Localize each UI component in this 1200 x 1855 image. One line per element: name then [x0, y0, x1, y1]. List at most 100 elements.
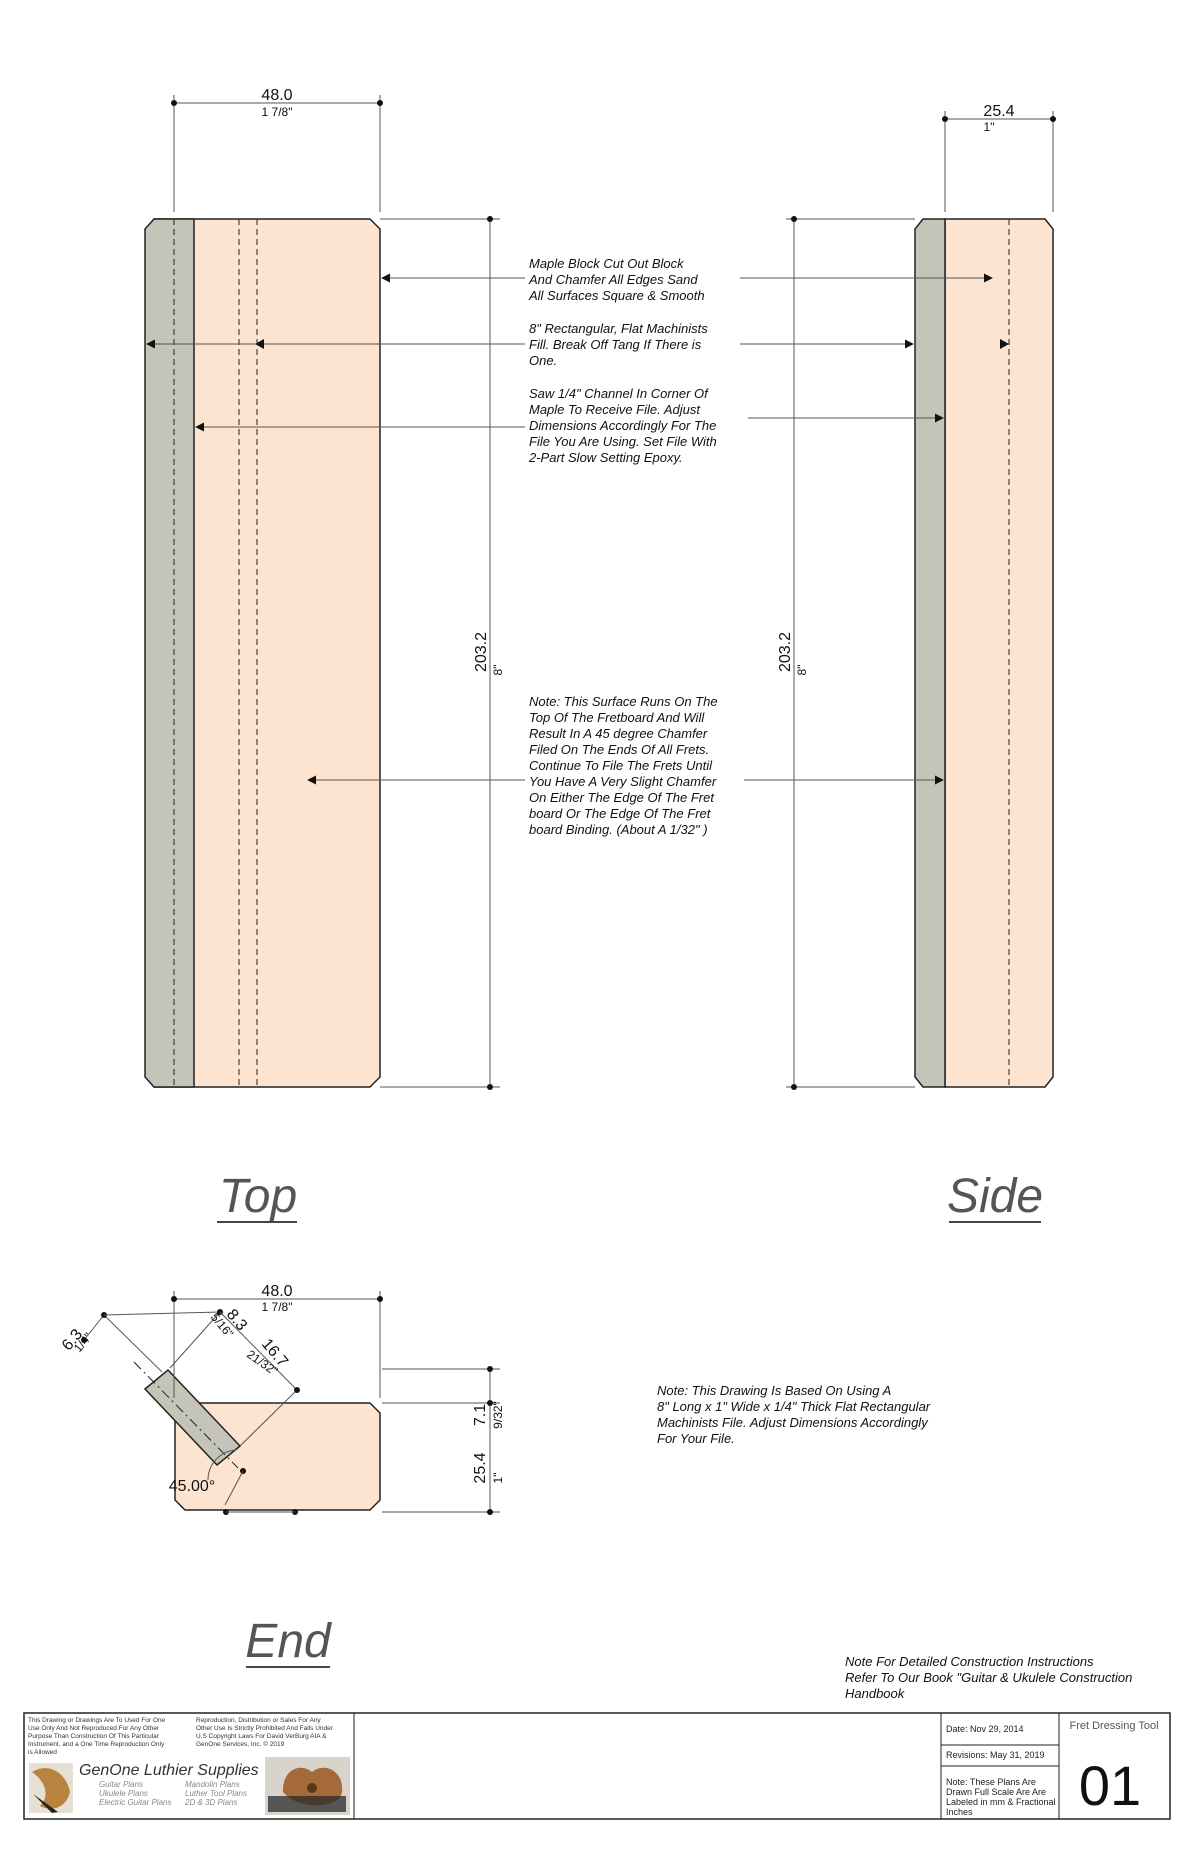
side-view-maple-block [944, 218, 1054, 1088]
copyright-line: Reproduction, Distribution or Sales For … [196, 1717, 321, 1724]
note-line: On Either The Edge Of The Fret [529, 790, 715, 805]
end-height-block-mm: 25.4 [472, 1452, 489, 1483]
brand-name: GenOne Luthier Supplies [79, 1762, 259, 1779]
top-length-in: 8" [491, 665, 505, 676]
usage-terms-line: This Drawing or Drawings Are To Used For… [28, 1717, 166, 1724]
category-item: 2D & 3D Plans [184, 1798, 237, 1807]
end-width-dimension: 48.0 1 7/8" [171, 1283, 383, 1398]
top-width-in: 1 7/8" [262, 105, 293, 119]
end-height-block-in: 1" [491, 1473, 505, 1484]
drawing-title: Fret Dressing Tool [1069, 1720, 1158, 1732]
note-line: Fill. Break Off Tang If There is [529, 337, 702, 352]
note-line: Maple Block Cut Out Block [529, 256, 685, 271]
note-line: 2-Part Slow Setting Epoxy. [528, 450, 683, 465]
usage-terms-line: is Allowed [28, 1749, 57, 1756]
end-width-in: 1 7/8" [262, 1300, 293, 1314]
drawing-revisions: Revisions: May 31, 2019 [946, 1750, 1045, 1760]
leader-arrow-head [255, 339, 264, 349]
end-height-dimension: 7.1 9/32" 25.4 1" [382, 1366, 505, 1515]
note-line: board Or The Edge Of The Fret [529, 806, 712, 821]
top-width-dimension: 48.0 1 7/8" [171, 87, 383, 212]
end-view-maple-block [174, 1402, 381, 1511]
svg-text:This Drawing or Drawings Are T: This Drawing or Drawings Are To Used For… [28, 1717, 166, 1756]
scale-note-line: Note: These Plans Are [946, 1777, 1036, 1787]
category-item: Luther Tool Plans [185, 1789, 247, 1798]
scale-note-line: Drawn Full Scale Are Are [946, 1787, 1046, 1797]
category-item: Mandolin Plans [185, 1780, 240, 1789]
note-line: Refer To Our Book "Guitar & Ukulele Cons… [845, 1670, 1132, 1685]
drawing-date: Date: Nov 29, 2014 [946, 1724, 1024, 1734]
note-line: And Chamfer All Edges Sand [528, 272, 698, 287]
scale-note-line: Inches [946, 1807, 973, 1817]
svg-text:Note: This Drawing Is Based On: Note: This Drawing Is Based On Using A8"… [657, 1383, 931, 1446]
note-line: All Surfaces Square & Smooth [528, 288, 705, 303]
note-line: Note: This Drawing Is Based On Using A [657, 1383, 891, 1398]
svg-text:Reproduction, Distribution or: Reproduction, Distribution or Sales For … [196, 1717, 334, 1748]
svg-text:Note For Detailed Construction: Note For Detailed Construction Instructi… [845, 1654, 1132, 1701]
end-view-title: End [245, 1615, 332, 1668]
note-line: Note: This Surface Runs On The [529, 694, 718, 709]
note-line: Saw 1/4" Channel In Corner Of [529, 386, 709, 401]
side-view-title: Side [947, 1170, 1043, 1223]
end-height-top-in: 9/32" [491, 1401, 505, 1429]
note-line: board Binding. (About A 1/32" ) [529, 822, 708, 837]
note-line: Maple To Receive File. Adjust [529, 402, 701, 417]
category-item: Electric Guitar Plans [99, 1798, 171, 1807]
note-line: Filed On The Ends Of All Frets. [529, 742, 709, 757]
end-view-angle-arc [207, 1449, 237, 1481]
note-line: Dimensions Accordingly For The [529, 418, 716, 433]
usage-terms-line: Instrument, and a One Time Reproduction … [28, 1741, 165, 1748]
note-line: You Have A Very Slight Chamfer [529, 774, 717, 789]
side-length-in: 8" [795, 665, 809, 676]
top-length-dimension: 203.2 8" [380, 216, 505, 1090]
note-line: One. [529, 353, 557, 368]
category-item: Guitar Plans [99, 1780, 143, 1789]
top-view-title: Top [219, 1170, 297, 1223]
top-view-file [144, 218, 195, 1088]
end-height-top-mm: 7.1 [472, 1404, 489, 1426]
copyright-line: Other Use Is Strictly Prohibited And Fal… [196, 1725, 334, 1732]
copyright-line: GenOne Services, Inc. © 2019 [196, 1740, 285, 1748]
note-line: Top Of The Fretboard And Will [529, 710, 705, 725]
end-view-file-centerline [133, 1361, 239, 1469]
side-view: 25.4 1" 203.2 8" Side [777, 103, 1056, 1223]
scale-note-line: Labeled in mm & Fractional [946, 1797, 1056, 1807]
usage-terms-line: Purpose Than Construction Of This Partic… [28, 1733, 160, 1740]
note-line: For Your File. [657, 1431, 735, 1446]
end-view: 45.00° 48.0 1 7/8" 6.3 1/4" [59, 1283, 505, 1668]
note-line: Handbook [845, 1686, 906, 1701]
title-block: This Drawing or Drawings Are To Used For… [23, 1712, 1171, 1820]
note-line: Note For Detailed Construction Instructi… [845, 1654, 1094, 1669]
top-width-mm: 48.0 [261, 87, 292, 104]
sheet-number: 01 [1079, 1754, 1141, 1817]
side-view-file [914, 218, 946, 1088]
copyright-line: U.S Copyright Laws For David VerBurg AIA… [196, 1733, 327, 1740]
note-line: File You Are Using. Set File With [529, 434, 717, 449]
top-length-mm: 203.2 [473, 632, 490, 672]
usage-terms-line: Use Only And Not Reproduced For Any Othe… [28, 1725, 160, 1732]
note-book: Note For Detailed Construction Instructi… [845, 1654, 1132, 1701]
note-line: Result In A 45 degree Chamfer [529, 726, 708, 741]
side-width-in: 1" [984, 120, 995, 134]
end-file-thickness-dimension: 6.3 1/4" [59, 1312, 163, 1373]
guitar-photo-left [29, 1763, 73, 1813]
side-length-mm: 203.2 [777, 632, 794, 672]
end-angle-label: 45.00° [169, 1478, 215, 1495]
note-line: 8" Long x 1" Wide x 1/4" Thick Flat Rect… [657, 1399, 931, 1414]
top-view: 48.0 1 7/8" 203.2 8" Top [144, 87, 505, 1223]
side-width-mm: 25.4 [983, 103, 1014, 120]
note-line: Machinists File. Adjust Dimensions Accor… [657, 1415, 929, 1430]
side-width-dimension: 25.4 1" [942, 103, 1056, 212]
